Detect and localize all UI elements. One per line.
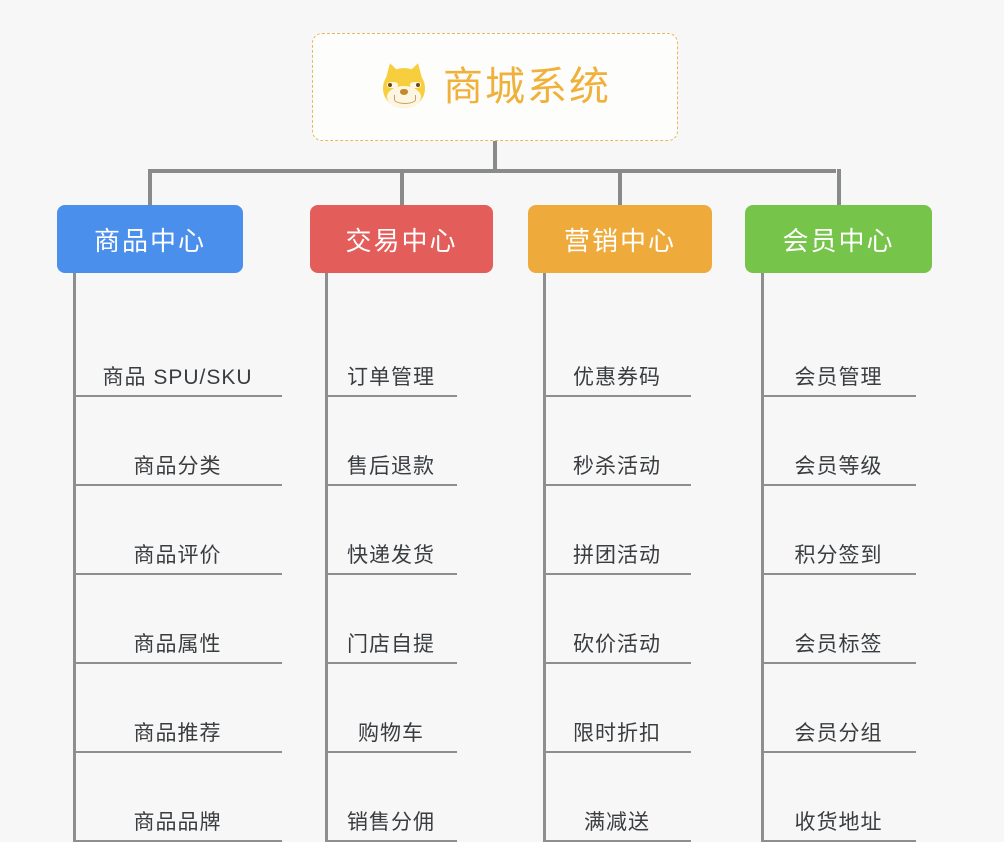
leaf-item-label: 会员等级: [794, 455, 883, 478]
leaf-item-label: 商品分类: [133, 455, 222, 478]
leaf-item[interactable]: 商品评价: [73, 529, 282, 575]
leaf-item-label: 会员分组: [794, 722, 883, 745]
leaf-item-label: 收货地址: [794, 811, 883, 834]
leaf-item[interactable]: 门店自提: [325, 618, 457, 664]
category-title: 商品中心: [93, 225, 206, 256]
leaf-item-label: 拼团活动: [573, 544, 661, 567]
leaf-item-label: 商品评价: [133, 544, 222, 567]
leaf-item[interactable]: 会员分组: [761, 707, 916, 753]
leaf-item-label: 快递发货: [347, 544, 435, 567]
connector-category-vertical: [618, 169, 622, 205]
leaf-item-label: 门店自提: [347, 633, 435, 656]
connector-column-trunk: [761, 273, 764, 842]
leaf-item-label: 商品推荐: [133, 722, 222, 745]
connector-column-trunk: [325, 273, 328, 842]
root-node-shop-system[interactable]: 商城系统: [312, 33, 678, 141]
connector-category-vertical: [836, 169, 841, 205]
leaf-item[interactable]: 秒杀活动: [543, 440, 691, 486]
leaf-item-label: 会员标签: [794, 633, 883, 656]
category-column-1: 商品 SPU/SKU 商品分类商品评价商品属性商品推荐商品品牌: [73, 273, 286, 842]
leaf-item-label: 砍价活动: [573, 633, 661, 656]
leaf-item-label: 满减送: [584, 811, 650, 834]
category-title: 营销中心: [563, 225, 676, 256]
leaf-item[interactable]: 商品品牌: [73, 796, 282, 842]
connector-column-trunk: [73, 273, 76, 842]
leaf-item[interactable]: 限时折扣: [543, 707, 691, 753]
leaf-item-label: 商品属性: [133, 633, 222, 656]
category-title: 交易中心: [345, 225, 458, 256]
leaf-item-label: 购物车: [358, 722, 424, 745]
leaf-item-label: 积分签到: [794, 544, 883, 567]
leaf-item[interactable]: 订单管理: [325, 351, 457, 397]
leaf-item-label: 优惠券码: [573, 366, 661, 389]
leaf-item[interactable]: 购物车: [325, 707, 457, 753]
leaf-item[interactable]: 销售分佣: [325, 796, 457, 842]
leaf-item[interactable]: 会员管理: [761, 351, 916, 397]
leaf-item[interactable]: 商品推荐: [73, 707, 282, 753]
category-column-2: 订单管理售后退款快递发货门店自提购物车销售分佣: [325, 273, 461, 842]
category-box-1[interactable]: 商品中心: [57, 205, 243, 273]
leaf-item-label: 订单管理: [347, 366, 435, 389]
leaf-item[interactable]: 商品属性: [73, 618, 282, 664]
leaf-item[interactable]: 快递发货: [325, 529, 457, 575]
leaf-item-label: 销售分佣: [347, 811, 435, 834]
leaf-item[interactable]: 售后退款: [325, 440, 457, 486]
leaf-item-label: 限时折扣: [573, 722, 661, 745]
category-title: 会员中心: [782, 225, 895, 256]
category-column-4: 会员管理会员等级积分签到会员标签会员分组收货地址: [761, 273, 920, 842]
leaf-item-label: 秒杀活动: [573, 455, 661, 478]
connector-root-vertical: [493, 141, 497, 172]
category-box-3[interactable]: 营销中心: [528, 205, 712, 273]
leaf-item[interactable]: 优惠券码: [543, 351, 691, 397]
leaf-item[interactable]: 会员等级: [761, 440, 916, 486]
leaf-item-label: 售后退款: [347, 455, 435, 478]
category-box-2[interactable]: 交易中心: [310, 205, 493, 273]
connector-category-vertical: [399, 169, 404, 205]
leaf-item[interactable]: 商品 SPU/SKU: [73, 351, 282, 397]
category-column-3: 优惠券码秒杀活动拼团活动砍价活动限时折扣满减送: [543, 273, 695, 842]
connector-horizontal-bus: [150, 169, 836, 173]
shiba-dog-icon: [379, 60, 429, 112]
leaf-item[interactable]: 商品分类: [73, 440, 282, 486]
leaf-item[interactable]: 收货地址: [761, 796, 916, 842]
leaf-item[interactable]: 拼团活动: [543, 529, 691, 575]
leaf-item[interactable]: 砍价活动: [543, 618, 691, 664]
leaf-item[interactable]: 会员标签: [761, 618, 916, 664]
leaf-item[interactable]: 积分签到: [761, 529, 916, 575]
connector-category-vertical: [148, 169, 152, 205]
leaf-item[interactable]: 满减送: [543, 796, 691, 842]
leaf-item-label: 商品 SPU/SKU: [102, 366, 253, 389]
connector-column-trunk: [543, 273, 546, 842]
leaf-item-label: 商品品牌: [133, 811, 222, 834]
leaf-item-label: 会员管理: [794, 366, 883, 389]
category-box-4[interactable]: 会员中心: [745, 205, 932, 273]
root-node-title: 商城系统: [443, 65, 611, 109]
